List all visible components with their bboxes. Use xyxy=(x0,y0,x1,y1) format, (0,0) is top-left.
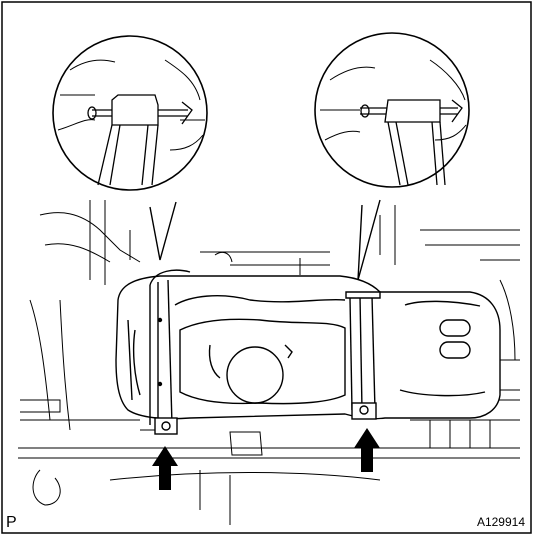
fuel-tank xyxy=(115,275,501,420)
corner-label: P xyxy=(6,514,17,531)
arrow-up-icon xyxy=(152,446,178,490)
figure-id: A129914 xyxy=(476,515,525,529)
tank-strap-bolt-detail-icon xyxy=(314,32,470,281)
arrow-up-icon xyxy=(354,428,380,472)
left-tank-strap xyxy=(149,269,191,435)
right-tank-strap xyxy=(345,291,381,420)
tank-strap-bolt-detail-icon xyxy=(52,35,208,261)
